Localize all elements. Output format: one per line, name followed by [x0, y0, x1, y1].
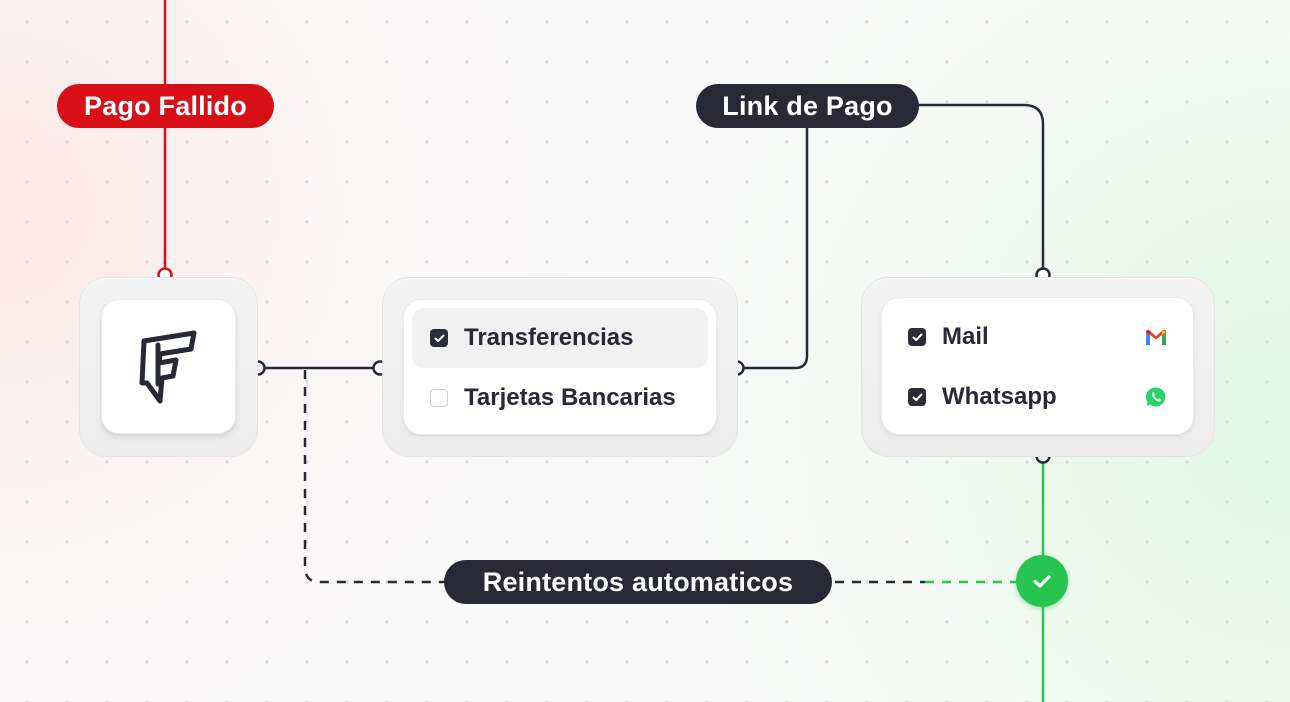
- chat-bubble-logo-icon: [138, 329, 200, 405]
- link-de-pago-path: [744, 127, 809, 370]
- payment-option-label: Transferencias: [464, 324, 634, 351]
- checkbox-checked-icon[interactable]: [908, 328, 926, 346]
- channel-option-label: Whatsapp: [942, 383, 1057, 410]
- channel-option-label: Mail: [942, 323, 989, 350]
- link-to-channels-path: [918, 103, 1045, 268]
- checkbox-checked-icon[interactable]: [908, 388, 926, 406]
- channels-card: Mail Whatsapp: [881, 297, 1194, 435]
- payment-option-tarjetas[interactable]: Tarjetas Bancarias: [412, 368, 708, 428]
- gmail-icon: [1143, 324, 1169, 350]
- reintentos-dashed-path: [303, 370, 445, 584]
- logo-card[interactable]: [101, 299, 236, 434]
- checkbox-unchecked-icon[interactable]: [430, 389, 448, 407]
- reintentos-label: Reintentos automaticos: [444, 560, 832, 604]
- check-circle-icon: [1016, 555, 1068, 607]
- whatsapp-icon: [1143, 384, 1169, 410]
- link-de-pago-label: Link de Pago: [696, 84, 919, 128]
- payment-option-label: Tarjetas Bancarias: [464, 384, 676, 411]
- channel-option-mail[interactable]: Mail: [890, 307, 1185, 367]
- payment-methods-card: Transferencias Tarjetas Bancarias: [403, 299, 717, 435]
- payment-option-transferencias[interactable]: Transferencias: [412, 308, 708, 368]
- pago-fallido-label: Pago Fallido: [57, 84, 274, 128]
- channel-option-whatsapp[interactable]: Whatsapp: [890, 367, 1185, 427]
- checkbox-checked-icon[interactable]: [430, 329, 448, 347]
